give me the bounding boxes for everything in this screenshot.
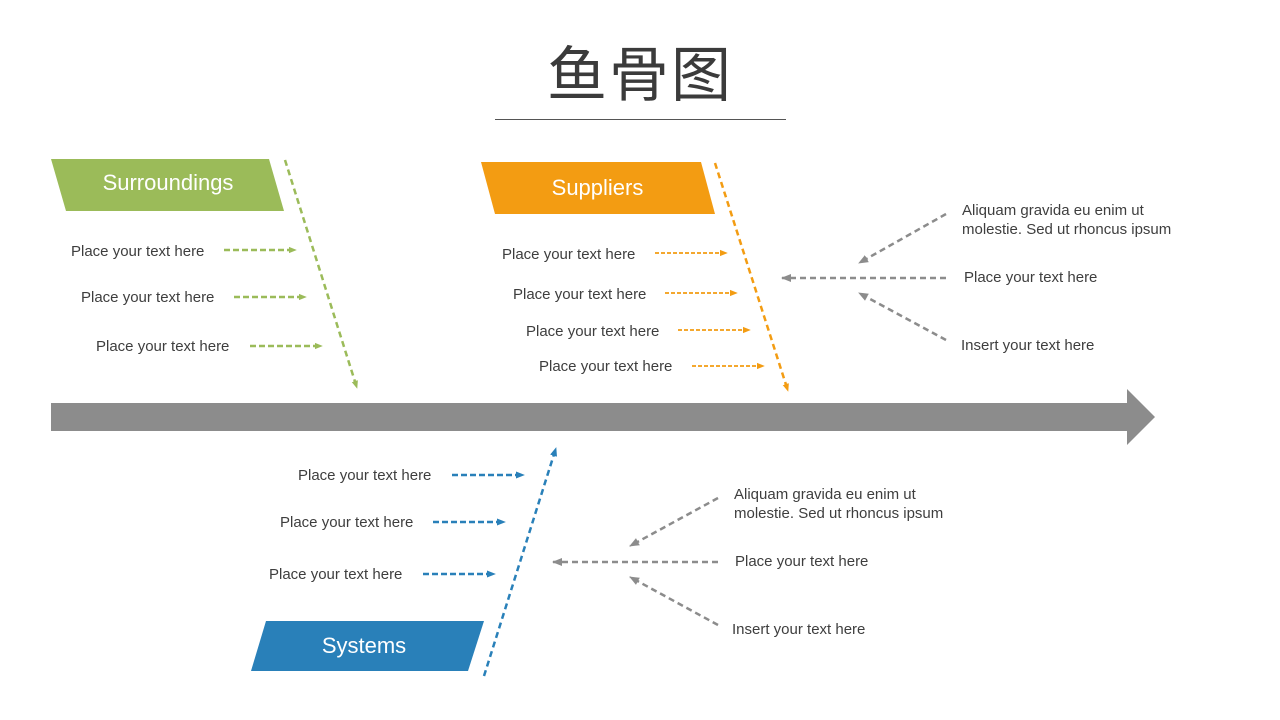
lower-note-top: Aliquam gravida eu enim ut molestie. Sed… [734, 486, 944, 522]
upper-note-arrow [858, 291, 947, 342]
suppliers-item: Place your text here [526, 323, 660, 340]
lower-note-arrow [629, 496, 719, 548]
systems-item: Place your text here [298, 467, 432, 484]
suppliers-bone [713, 162, 790, 392]
systems-item: Place your text here [280, 514, 414, 531]
suppliers-item: Place your text here [539, 358, 673, 375]
upper-note-arrow [858, 212, 947, 265]
spine-arrow [51, 389, 1155, 445]
systems-item: Place your text here [269, 566, 403, 583]
lower-note-bottom: Insert your text here [732, 621, 866, 638]
lower-note-arrow [629, 575, 719, 627]
suppliers-item: Place your text here [513, 286, 647, 303]
title-underline [495, 119, 786, 120]
page-title: 鱼骨图 [547, 41, 733, 111]
surroundings-bone [283, 159, 359, 389]
upper-note-bottom: Insert your text here [961, 337, 1095, 354]
systems-banner-shape [251, 621, 484, 671]
suppliers-label: Suppliers [551, 175, 644, 200]
lower-note-middle: Place your text here [735, 553, 869, 570]
surroundings-item: Place your text here [71, 243, 205, 260]
systems-bone [482, 447, 558, 677]
surroundings-item: Place your text here [81, 289, 215, 306]
suppliers-banner-shape [481, 162, 715, 214]
surroundings-banner-shape [51, 159, 284, 211]
surroundings-label: Surroundings [102, 170, 234, 195]
suppliers-item: Place your text here [502, 246, 636, 263]
surroundings-item: Place your text here [96, 338, 230, 355]
upper-note-top: Aliquam gravida eu enim ut molestie. Sed… [962, 202, 1172, 238]
systems-label: Systems [321, 633, 407, 658]
upper-note-middle: Place your text here [964, 269, 1098, 286]
